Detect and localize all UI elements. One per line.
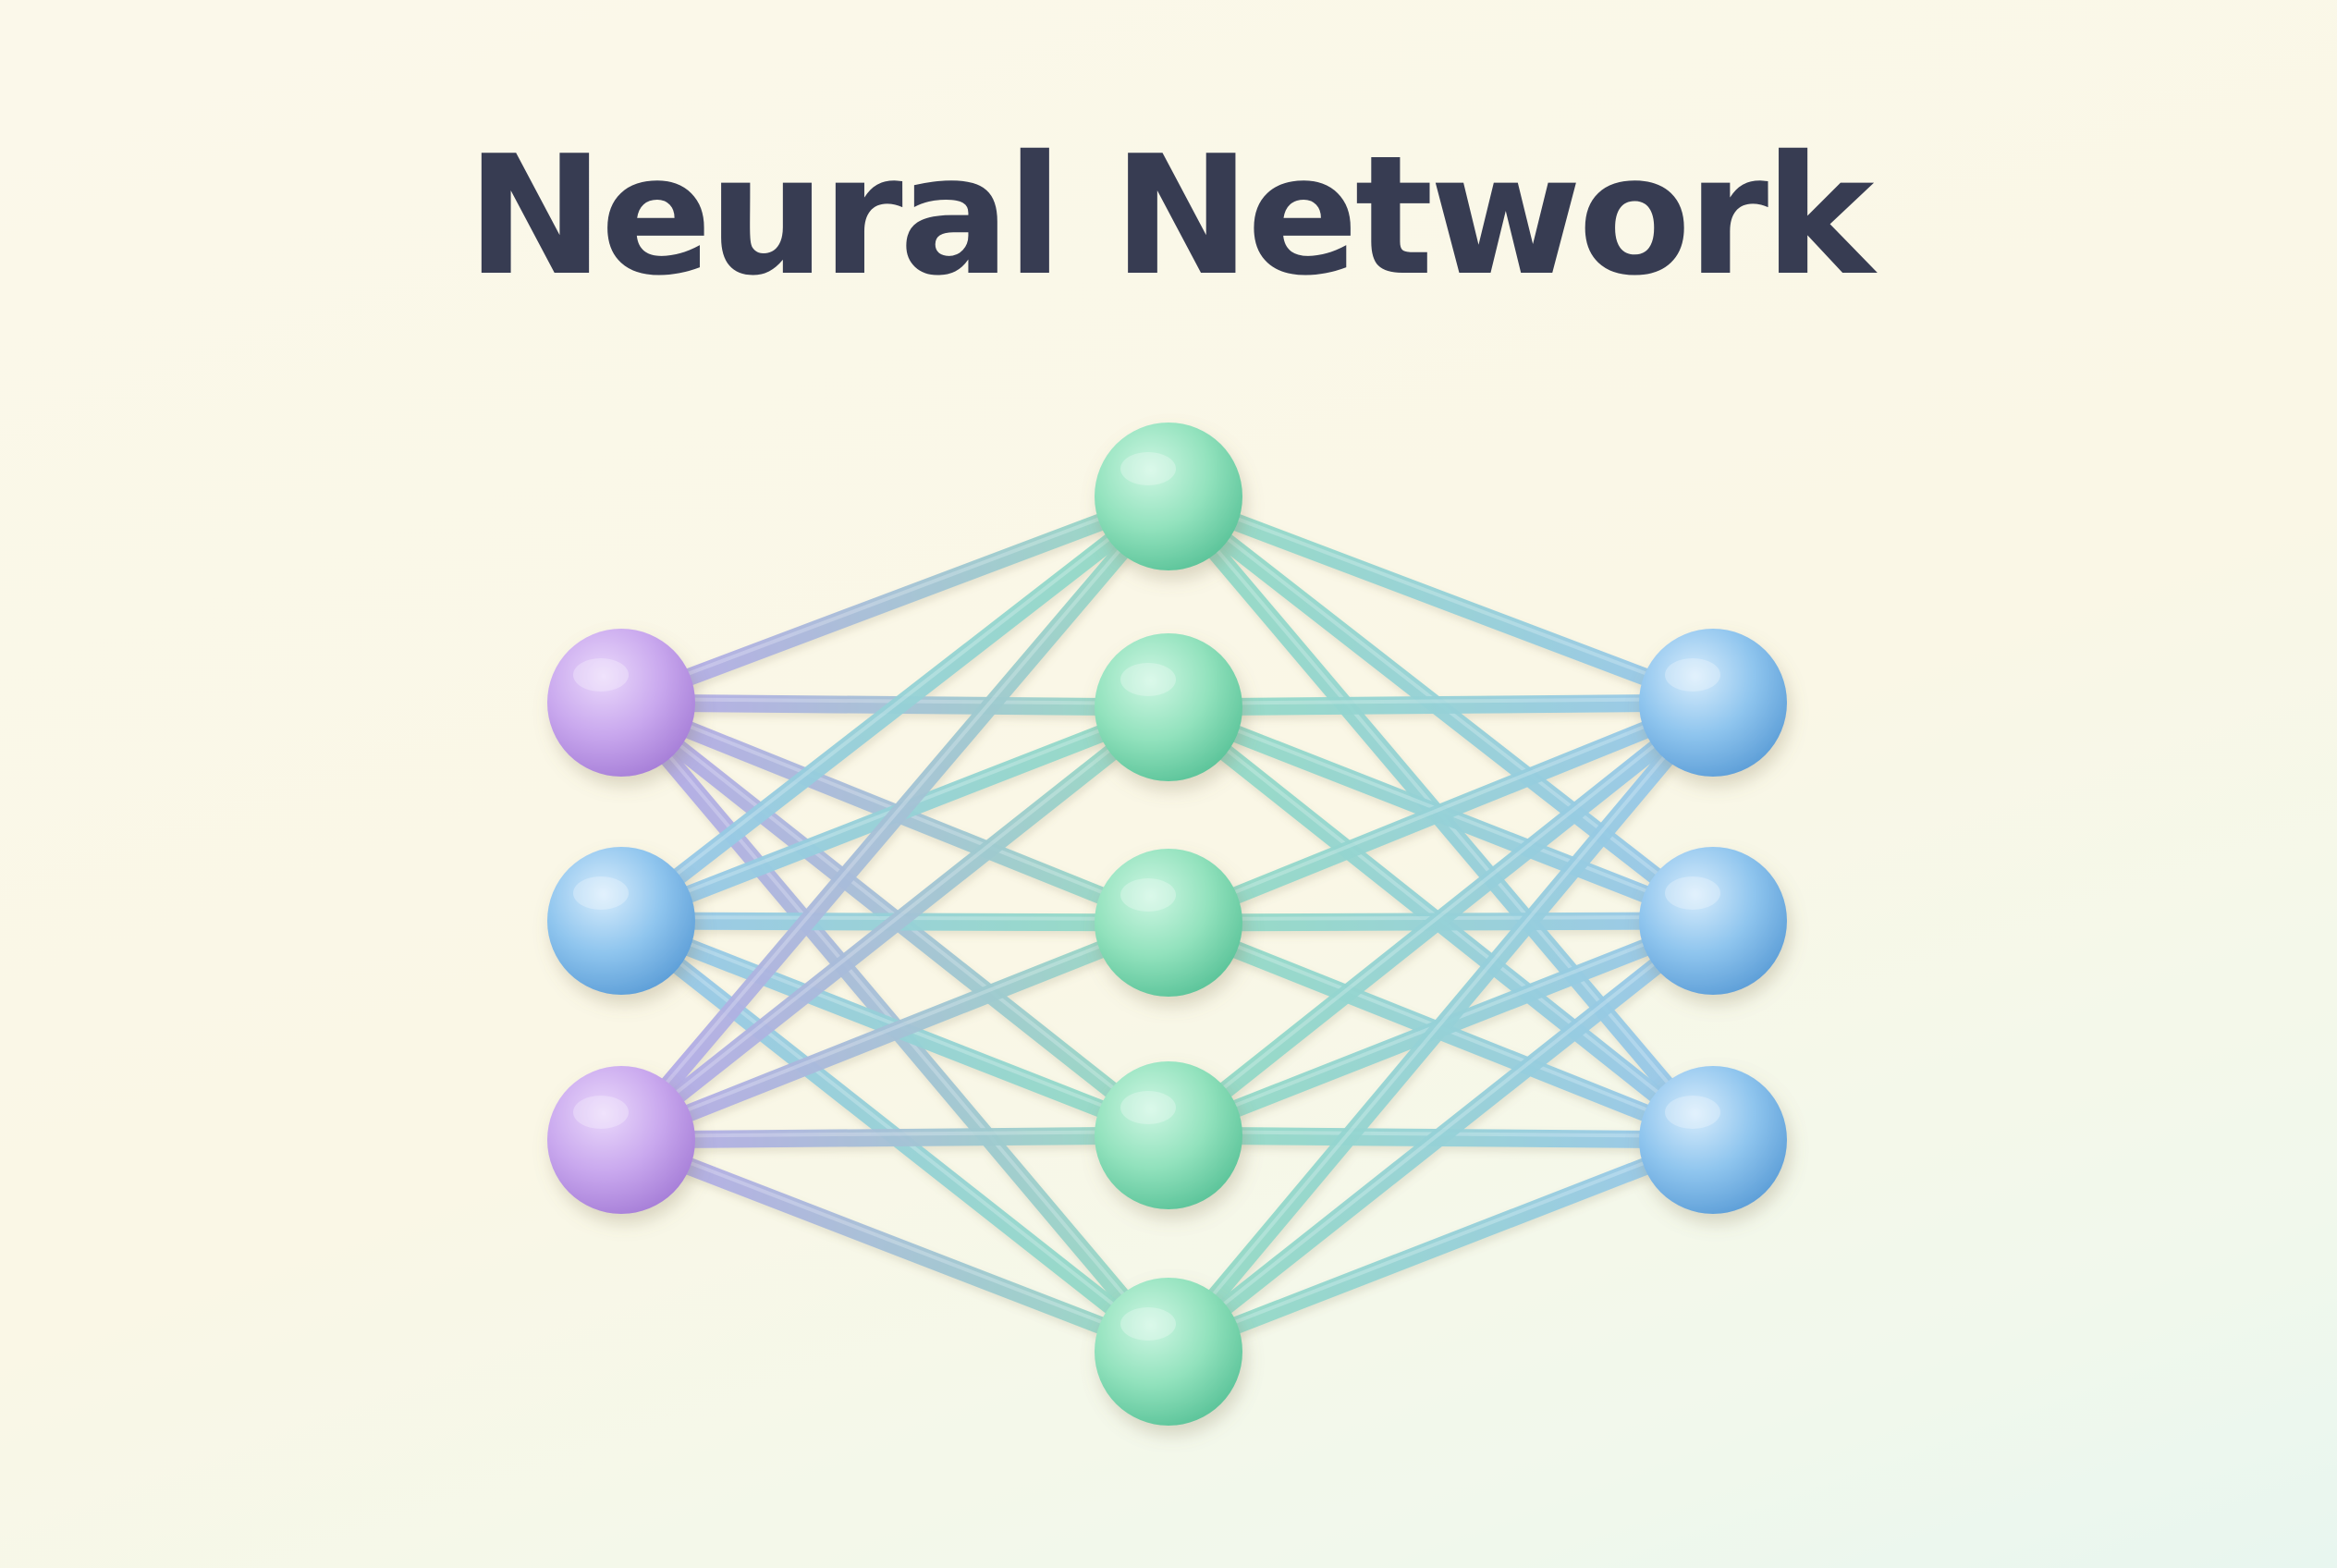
node-hidden-4 (1095, 1061, 1242, 1209)
node-circle (1095, 1061, 1242, 1209)
node-highlight (1665, 658, 1720, 692)
node-circle (1095, 633, 1242, 781)
connection-highlight (1167, 491, 1715, 701)
node-circle (1095, 1278, 1242, 1426)
node-highlight (1120, 878, 1176, 912)
node-highlight (573, 876, 629, 910)
node-highlight (1665, 1096, 1720, 1129)
connection-input-3-to-hidden-4 (612, 1126, 1178, 1149)
connection-highlight (619, 702, 1170, 1138)
connection-highlight (619, 491, 1170, 701)
node-highlight (1120, 452, 1176, 485)
connection-input-3-to-hidden-3 (612, 913, 1178, 1149)
connection-hidden-5-to-output-2 (1159, 912, 1722, 1361)
connection-input-3-to-hidden-2 (612, 698, 1178, 1149)
node-output-3 (1639, 1066, 1787, 1214)
connection-highlight (1167, 697, 1715, 1350)
node-highlight (573, 1096, 629, 1129)
node-circle (1639, 629, 1787, 777)
connection-input-3-to-hidden-5 (612, 1131, 1178, 1361)
node-highlight (1120, 1091, 1176, 1124)
node-circle (1095, 423, 1242, 570)
node-hidden-5 (1095, 1278, 1242, 1426)
node-circle (1095, 849, 1242, 997)
connection-hidden-1-to-output-1 (1159, 487, 1722, 712)
connection-highlight (1167, 697, 1715, 705)
connection-highlight (1167, 915, 1715, 1350)
connection-input-1-to-hidden-1 (612, 487, 1178, 712)
connection-hidden-2-to-output-1 (1159, 693, 1722, 717)
node-circle (547, 847, 695, 995)
node-circle (1639, 1066, 1787, 1214)
connection-highlight (1167, 697, 1715, 921)
connection-hidden-3-to-output-1 (1159, 693, 1722, 932)
connection-highlight (1167, 697, 1715, 1133)
connection-hidden-5-to-output-3 (1159, 1131, 1722, 1361)
nodes-layer (547, 423, 1787, 1426)
node-circle (547, 1066, 695, 1214)
node-hidden-2 (1095, 633, 1242, 781)
connection-highlight (619, 1134, 1170, 1350)
connections-layer (612, 487, 1722, 1361)
connection-highlight (619, 917, 1170, 1138)
node-input-1 (547, 629, 695, 777)
node-output-1 (1639, 629, 1787, 777)
node-output-2 (1639, 847, 1787, 995)
connection-hidden-5-to-output-1 (1159, 693, 1722, 1361)
node-hidden-3 (1095, 849, 1242, 997)
node-highlight (1120, 1307, 1176, 1341)
connection-input-3-to-hidden-1 (612, 487, 1178, 1149)
node-input-2 (547, 847, 695, 995)
connection-highlight (619, 491, 1170, 1138)
node-highlight (1120, 663, 1176, 696)
connection-highlight (619, 491, 1170, 919)
diagram-title: Neural Network (466, 120, 1875, 312)
node-circle (1639, 847, 1787, 995)
node-highlight (573, 658, 629, 692)
connection-highlight (1167, 1134, 1715, 1350)
connection-hidden-4-to-output-1 (1159, 693, 1722, 1145)
connection-input-2-to-hidden-1 (612, 487, 1178, 930)
node-hidden-1 (1095, 423, 1242, 570)
node-circle (547, 629, 695, 777)
node-highlight (1665, 876, 1720, 910)
node-input-3 (547, 1066, 695, 1214)
connection-highlight (619, 1130, 1170, 1138)
